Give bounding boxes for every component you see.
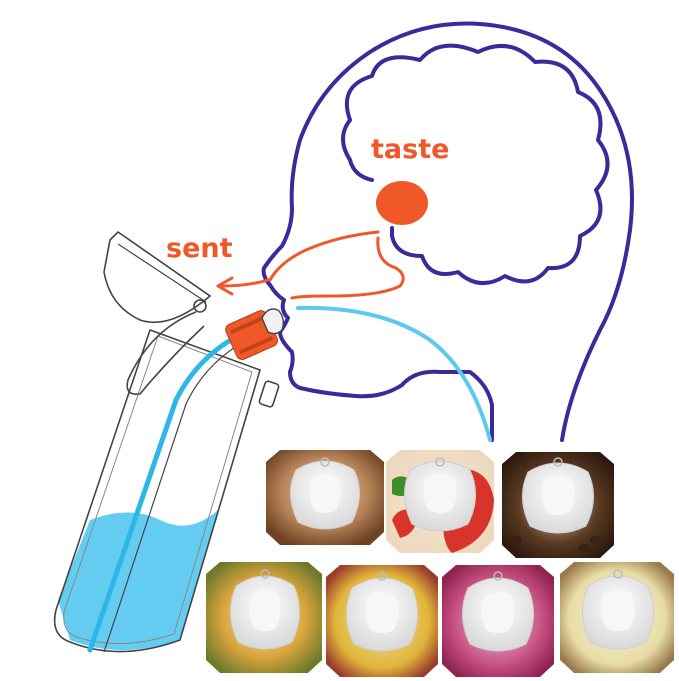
flavor-pod-caramel (266, 450, 384, 545)
taste-label: taste (371, 134, 450, 165)
sent-arrow (220, 278, 270, 288)
bottle-water (58, 510, 218, 650)
bottle-carry-loop (126, 311, 205, 396)
nasal-passage (268, 230, 380, 282)
throat-line (296, 305, 492, 442)
bottle-body (53, 328, 261, 653)
bottle-body-inner (63, 335, 253, 645)
bottle-clip (258, 380, 280, 408)
flavor-pod-pineapple (206, 562, 322, 673)
brain-outline (344, 43, 610, 285)
retronasal-path (290, 236, 405, 300)
head-outline (261, 21, 634, 442)
taste-center (376, 181, 428, 225)
sent-label: sent (166, 233, 233, 264)
flavor-pod-dragon-fruit (442, 565, 554, 677)
flavor-pod-passion-fruit (326, 565, 438, 677)
bottle-lid-rim (117, 243, 207, 303)
bottle-straw-outline (103, 343, 241, 653)
sent-arrow-head (216, 276, 234, 296)
bottle-mouthpiece (261, 308, 285, 335)
flavor-pods (206, 450, 674, 677)
brain-inner-curve (341, 118, 374, 182)
flavor-pod-lemon (560, 562, 674, 673)
flavor-pod-strawberry (386, 450, 494, 553)
bottle-hinge (193, 299, 207, 313)
bottle-straw (87, 335, 237, 653)
bottle-lid (103, 230, 212, 324)
flavor-pod-coffee (502, 452, 614, 558)
water-bottle (53, 230, 285, 653)
